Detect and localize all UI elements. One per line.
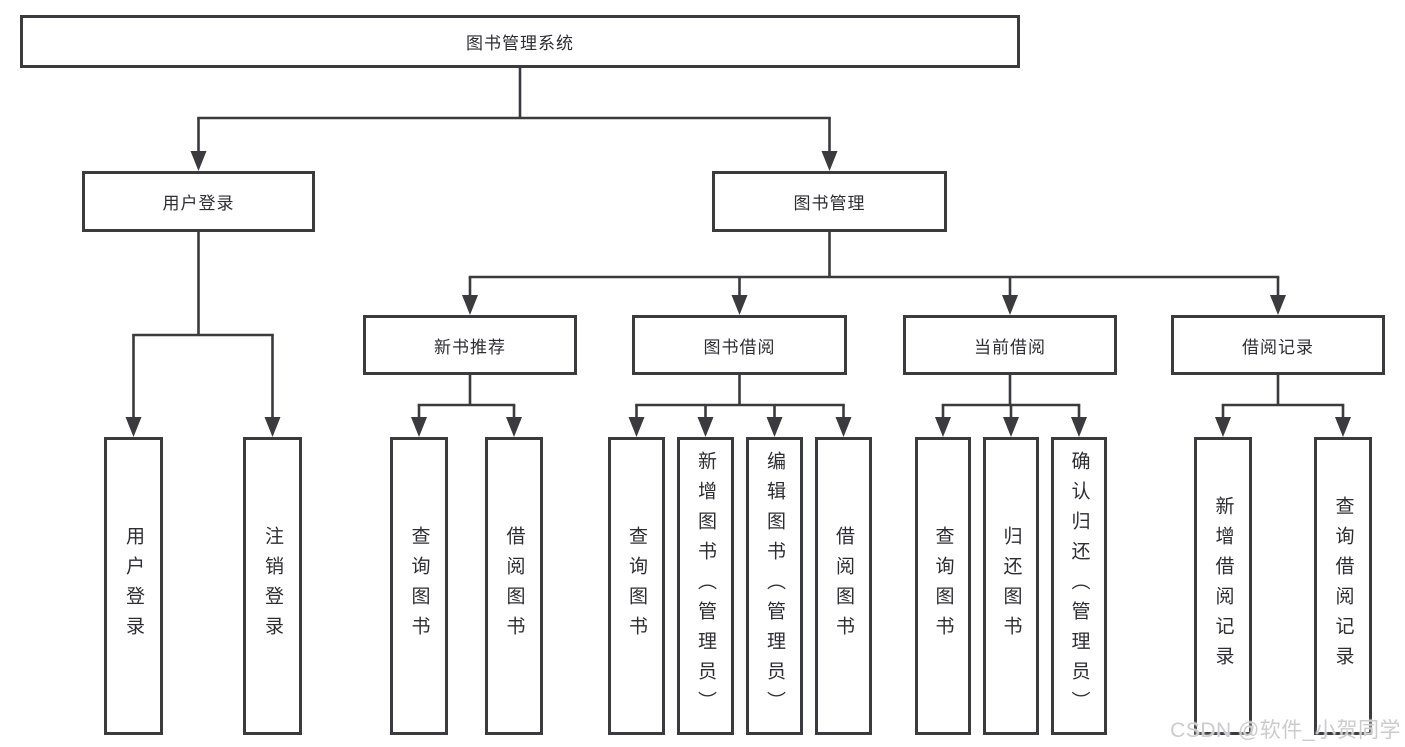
node-borrow-record: 借阅记录 <box>1171 315 1385 375</box>
leaf-query-books-1-label: 查询图书 <box>408 526 430 646</box>
node-new-book-recommend: 新书推荐 <box>363 315 577 375</box>
leaf-return-books: 归还图书 <box>983 437 1039 735</box>
node-book-management-label: 图书管理 <box>793 194 866 213</box>
leaf-query-books-2-label: 查询图书 <box>626 526 647 646</box>
leaf-query-books-2: 查询图书 <box>608 437 665 735</box>
leaf-edit-books-admin: 编辑图书（管理员） <box>746 437 803 735</box>
leaf-borrow-books-1: 借阅图书 <box>485 437 543 735</box>
node-user-login-label: 用户登录 <box>162 194 235 213</box>
leaf-add-books-admin-label: 新增图书（管理员） <box>695 451 716 721</box>
leaf-borrow-books-1-label: 借阅图书 <box>503 526 525 646</box>
node-book-borrow-label: 图书借阅 <box>703 337 776 357</box>
node-user-login: 用户登录 <box>82 171 315 232</box>
csdn-watermark: CSDN @软件_小贺同学 <box>1170 714 1401 744</box>
leaf-confirm-return-admin: 确认归还（管理员） <box>1051 437 1107 735</box>
leaf-edit-books-admin-label: 编辑图书（管理员） <box>764 451 785 721</box>
node-new-book-recommend-label: 新书推荐 <box>434 337 506 357</box>
leaf-borrow-books-2-label: 借阅图书 <box>833 526 854 646</box>
node-current-borrow: 当前借阅 <box>903 315 1117 375</box>
leaf-return-books-label: 归还图书 <box>1000 526 1022 646</box>
leaf-user-login-label: 用户登录 <box>123 526 144 646</box>
node-library-system-label: 图书管理系统 <box>466 34 574 53</box>
leaf-query-borrow-record-label: 查询借阅记录 <box>1332 496 1354 676</box>
leaf-query-books-3: 查询图书 <box>915 437 971 735</box>
leaf-query-borrow-record: 查询借阅记录 <box>1314 437 1372 735</box>
leaf-add-borrow-record-label: 新增借阅记录 <box>1212 496 1234 676</box>
leaf-logout-label: 注销登录 <box>262 526 283 646</box>
leaf-add-books-admin: 新增图书（管理员） <box>677 437 734 735</box>
leaf-confirm-return-admin-label: 确认归还（管理员） <box>1068 451 1090 721</box>
node-current-borrow-label: 当前借阅 <box>974 337 1046 357</box>
leaf-borrow-books-2: 借阅图书 <box>815 437 872 735</box>
csdn-watermark-text: CSDN @软件_小贺同学 <box>1170 719 1401 742</box>
leaf-user-login: 用户登录 <box>104 437 163 735</box>
node-book-management: 图书管理 <box>712 171 947 232</box>
leaf-logout: 注销登录 <box>243 437 302 735</box>
leaf-add-borrow-record: 新增借阅记录 <box>1194 437 1252 735</box>
node-borrow-record-label: 借阅记录 <box>1242 337 1314 357</box>
node-book-borrow: 图书借阅 <box>632 315 847 375</box>
leaf-query-books-1: 查询图书 <box>390 437 448 735</box>
node-library-system: 图书管理系统 <box>20 15 1020 68</box>
leaf-query-books-3-label: 查询图书 <box>932 526 954 646</box>
